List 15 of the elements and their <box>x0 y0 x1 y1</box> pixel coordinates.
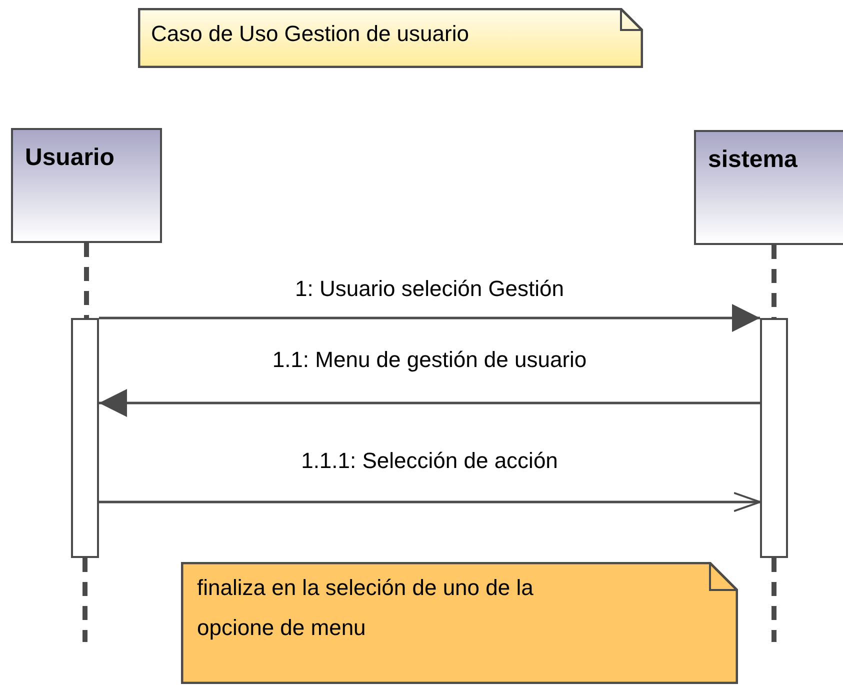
note-text: Caso de Uso Gestion de usuario <box>151 20 469 48</box>
message-arrow <box>99 304 760 332</box>
activation-bar <box>71 318 99 558</box>
lifeline-head <box>694 130 843 245</box>
message-arrow <box>99 389 760 417</box>
lifeline <box>772 245 776 318</box>
lifeline <box>82 558 88 642</box>
note-text: finaliza en la seleción de uno de la opcione de menu <box>197 574 534 642</box>
lifeline-name: Usuario <box>25 143 114 173</box>
activation-bar <box>760 318 788 558</box>
lifeline <box>84 243 89 318</box>
lifeline-head <box>11 128 162 243</box>
message-arrow <box>99 492 761 512</box>
lifeline-name: sistema <box>708 145 798 175</box>
lifeline <box>772 558 776 642</box>
